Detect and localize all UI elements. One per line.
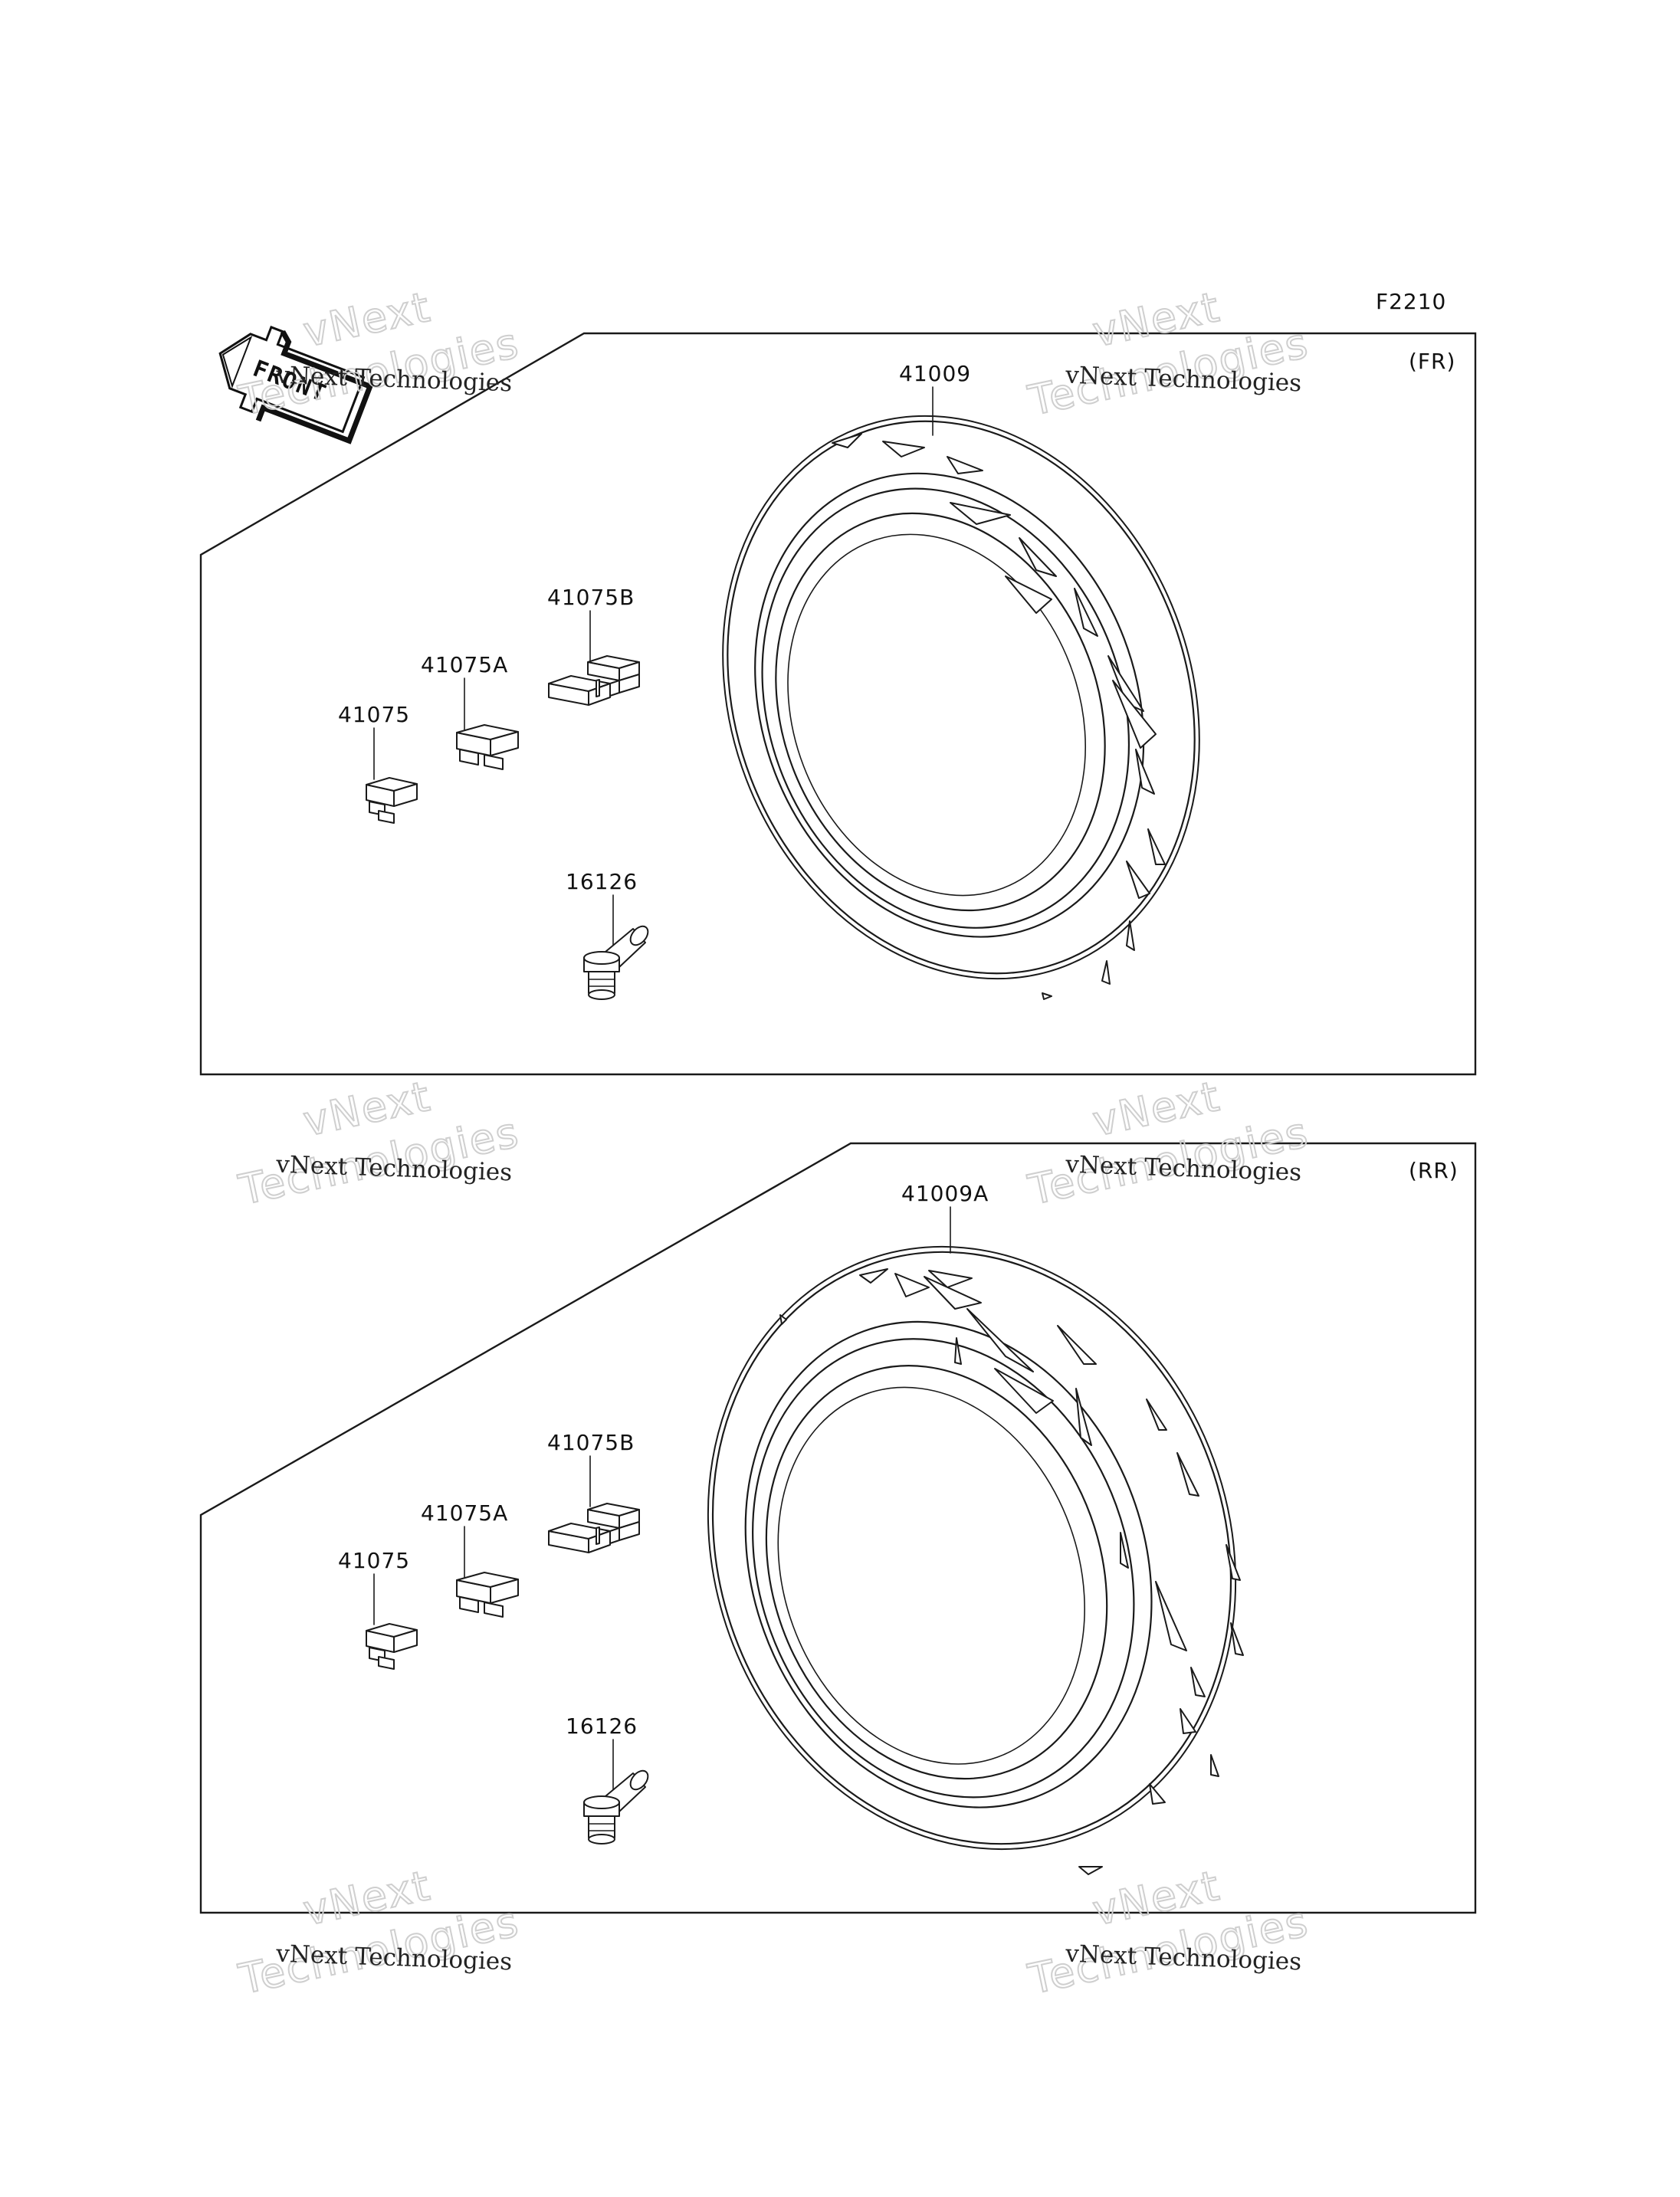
rear-panel: (RR): [199, 1142, 1477, 1914]
watermark-6: vNext Technologies vNext Technologies: [1023, 1861, 1314, 2005]
front-valve-part-number: 16126: [566, 869, 638, 894]
figure-code: F2210: [1376, 289, 1446, 314]
front-tire: [722, 415, 1200, 980]
front-tire-part-number: 41009: [899, 361, 971, 386]
rear-tire-part-number: 41009A: [901, 1181, 989, 1206]
front-panel-border: [199, 332, 1477, 1076]
watermark-5: vNext Technologies vNext Technologies: [234, 1861, 524, 2005]
rear-weight-a: 41075A: [421, 1500, 519, 1618]
rear-valve: 16126: [566, 1713, 649, 1844]
front-panel: (FR) 41009: [199, 332, 1477, 1076]
rear-tire-tread: [779, 1268, 1244, 1875]
rear-weight-b: 41075B: [547, 1430, 640, 1553]
front-tire-tread: [832, 433, 1166, 1000]
rear-valve-part-number: 16126: [566, 1713, 638, 1739]
watermark-4: vNext Technologies vNext Technologies: [1023, 1071, 1314, 1215]
rear-weight: 41075: [338, 1548, 418, 1670]
rear-weight-a-part-number: 41075A: [421, 1500, 508, 1526]
front-weight: 41075: [338, 702, 418, 824]
rear-panel-border: [199, 1142, 1477, 1914]
front-valve: 16126: [566, 869, 649, 1000]
rear-weight-part-number: 41075: [338, 1548, 410, 1573]
front-weight-a-part-number: 41075A: [421, 652, 508, 677]
front-weight-part-number: 41075: [338, 702, 410, 727]
watermark-2: vNext Technologies vNext Technologies: [1023, 282, 1314, 426]
front-weight-b-part-number: 41075B: [547, 585, 635, 610]
front-weight-b: 41075B: [547, 585, 640, 706]
watermark-3: vNext Technologies vNext Technologies: [234, 1071, 524, 1215]
front-arrow-icon: FRONT: [218, 325, 374, 444]
rear-weight-b-part-number: 41075B: [547, 1430, 635, 1455]
rear-panel-tag: (RR): [1409, 1158, 1459, 1183]
rear-tire: [707, 1245, 1237, 1851]
front-panel-tag: (FR): [1409, 349, 1455, 374]
front-weight-a: 41075A: [421, 652, 519, 770]
